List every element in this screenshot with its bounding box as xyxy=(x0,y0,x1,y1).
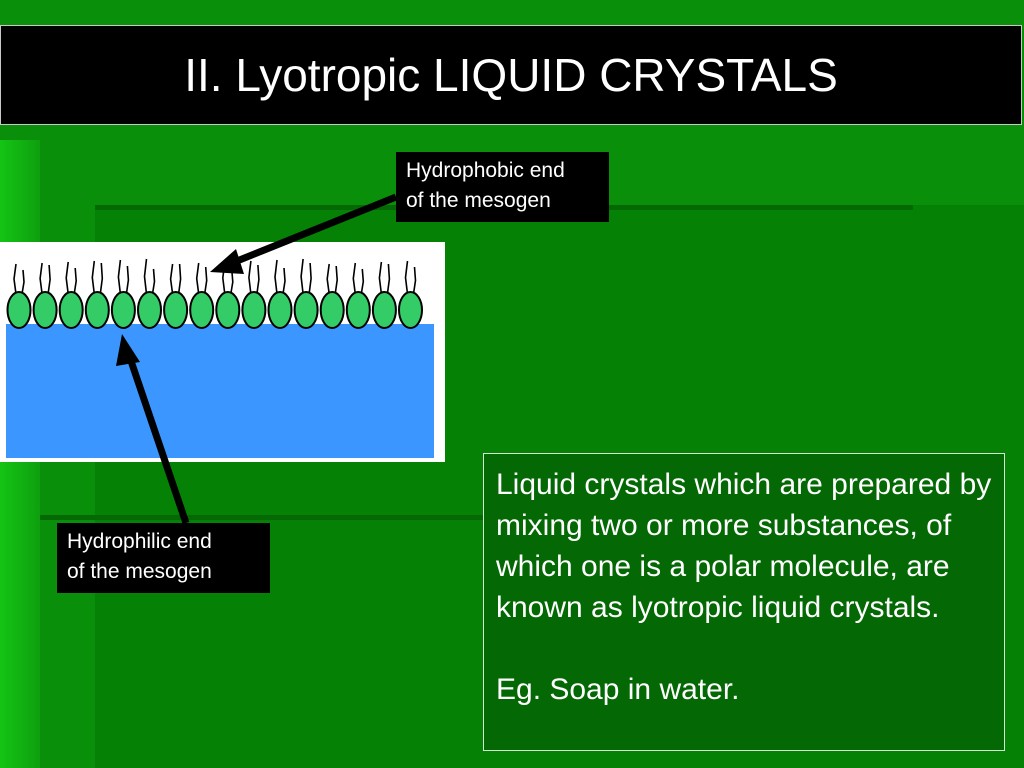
mesogen-tail xyxy=(256,264,260,295)
mesogen-tail xyxy=(248,260,252,295)
mesogen-tail xyxy=(308,262,312,295)
mesogen-tail xyxy=(334,265,339,295)
mesogen-tail xyxy=(177,263,182,295)
mesogen-tail xyxy=(65,261,69,295)
slide-title: II. Lyotropic LIQUID CRYSTALS xyxy=(184,49,838,101)
mesogen-tail xyxy=(39,262,43,295)
mesogen-diagram xyxy=(0,242,445,462)
mesogen-molecule xyxy=(398,260,423,329)
mesogen-molecule xyxy=(267,259,293,329)
mesogen-tail xyxy=(195,262,200,295)
hydrophilic-label-line1: Hydrophilic end xyxy=(67,530,212,553)
mesogen-molecule xyxy=(110,259,136,329)
mesogen-molecule xyxy=(215,261,241,329)
mesogen-tail xyxy=(352,262,357,295)
mesogen-head xyxy=(58,291,84,329)
mesogen-head xyxy=(215,291,241,329)
mesogen-head xyxy=(163,291,189,329)
mesogen-tail xyxy=(326,263,330,295)
mesogen-head xyxy=(398,291,423,329)
mesogen-molecule xyxy=(189,262,215,329)
mesogen-tail xyxy=(13,263,17,295)
mesogen-head xyxy=(84,291,110,329)
hydrophobic-label-line2: of the mesogen xyxy=(406,189,551,212)
mesogen-tail xyxy=(300,258,304,295)
mesogen-tail xyxy=(274,259,278,295)
mesogen-tail xyxy=(99,262,104,295)
mesogen-tail xyxy=(151,268,156,295)
mesogen-head xyxy=(6,291,32,329)
mesogen-head xyxy=(371,291,397,329)
mesogen-molecule xyxy=(6,263,32,329)
mesogen-diagram-svg xyxy=(6,258,434,458)
mesogen-tail xyxy=(412,266,417,295)
hydrophobic-label-line1: Hydrophobic end xyxy=(406,159,565,182)
mesogen-tail xyxy=(47,264,51,295)
mesogen-molecule xyxy=(163,263,189,329)
mesogen-molecule xyxy=(319,263,345,329)
title-bar: II. Lyotropic LIQUID CRYSTALS xyxy=(0,25,1022,125)
mesogen-head xyxy=(110,291,136,329)
mesogen-tail xyxy=(21,269,25,295)
mesogen-molecule xyxy=(32,262,58,329)
mesogen-molecule xyxy=(84,260,110,329)
mesogen-molecule xyxy=(58,261,84,329)
mesogen-tail xyxy=(404,260,409,295)
hydrophilic-label: Hydrophilic end of the mesogen xyxy=(57,523,270,593)
mesogen-head xyxy=(319,291,345,329)
mesogen-molecule xyxy=(371,261,397,329)
mesogen-tail xyxy=(117,259,122,295)
mesogen-head xyxy=(32,291,58,329)
mesogen-molecule xyxy=(137,258,162,329)
water-layer xyxy=(6,324,434,458)
mesogen-tail xyxy=(230,269,234,295)
mesogen-tail xyxy=(143,258,148,295)
mesogen-head xyxy=(345,291,371,329)
mesogen-head xyxy=(189,291,215,329)
background-line xyxy=(40,515,500,520)
example-text: Eg. Soap in water. xyxy=(496,673,740,706)
hydrophilic-label-line2: of the mesogen xyxy=(67,560,212,583)
mesogen-tail xyxy=(378,261,383,295)
mesogen-head xyxy=(137,291,162,329)
mesogen-tail xyxy=(91,260,96,295)
mesogen-tail xyxy=(125,265,130,295)
mesogen-head xyxy=(241,291,267,329)
definition-text: Liquid crystals which are prepared by mi… xyxy=(496,468,992,624)
definition-box: Liquid crystals which are prepared by mi… xyxy=(483,453,1005,751)
mesogen-tail xyxy=(386,263,391,295)
mesogen-molecule xyxy=(293,258,319,329)
mesogen-tail xyxy=(73,267,78,295)
mesogen-molecule xyxy=(241,260,267,329)
mesogen-tail xyxy=(203,266,208,295)
mesogen-molecule xyxy=(345,262,371,329)
mesogen-tail xyxy=(221,261,226,295)
mesogen-head xyxy=(267,291,293,329)
hydrophobic-label: Hydrophobic end of the mesogen xyxy=(396,152,609,222)
mesogen-molecules xyxy=(6,258,423,329)
mesogen-tail xyxy=(282,267,286,295)
mesogen-head xyxy=(293,291,319,329)
mesogen-tail xyxy=(360,268,365,295)
mesogen-tail xyxy=(169,263,174,295)
